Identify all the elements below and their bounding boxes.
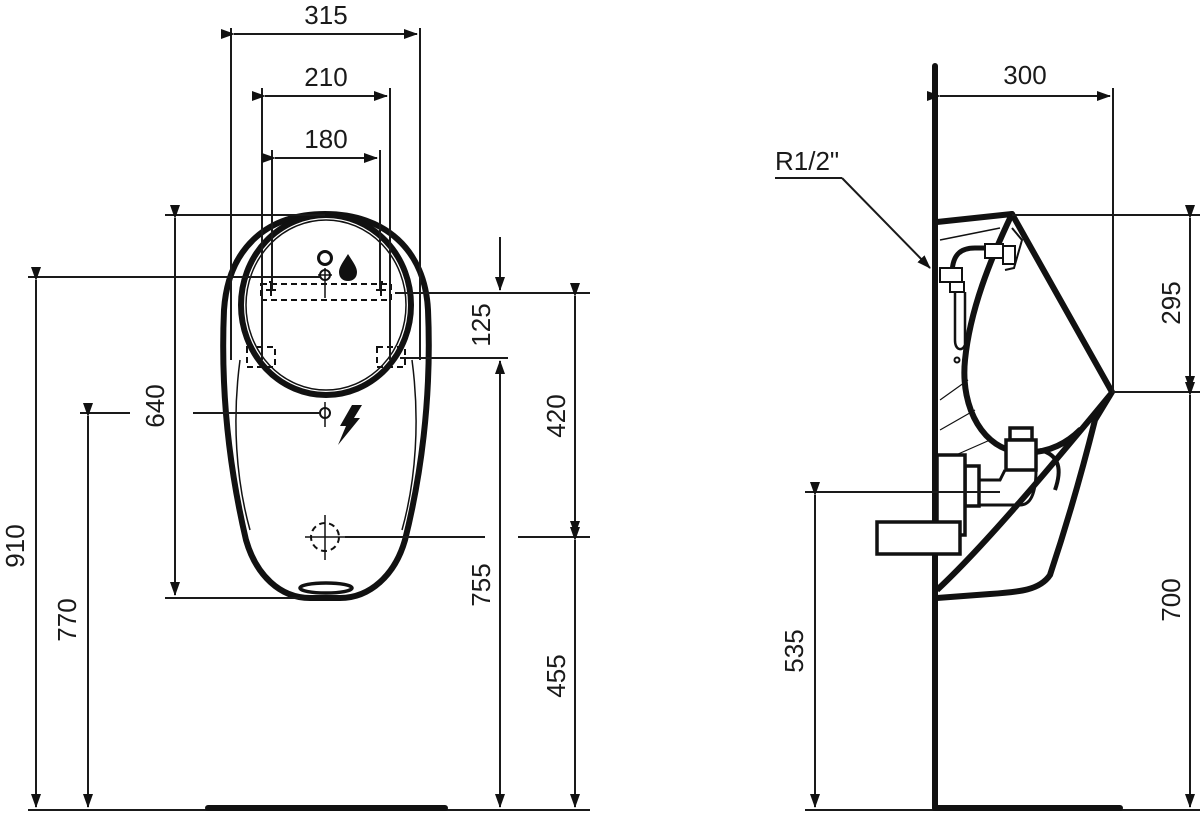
supply-valve-fitting (939, 227, 1024, 364)
front-view: 315 210 180 640 910 770 125 755 (0, 0, 590, 811)
side-view: R1/2" 300 295 700 535 (775, 60, 1200, 811)
electrical-connection-symbol (319, 402, 362, 445)
dim-height-fixing: 755 (466, 563, 496, 606)
waste-trap (875, 426, 1038, 556)
bowl-rim-outer (238, 212, 414, 398)
waste-center-symbol (305, 515, 345, 560)
thread-size-callout: R1/2" (775, 146, 839, 176)
dim-height-waste-side: 535 (779, 629, 809, 672)
lightning-bolt-icon (338, 405, 362, 445)
dim-width-fixing-inner: 180 (304, 124, 347, 154)
dim-width-fixing-outer: 210 (304, 62, 347, 92)
bowl-rim-inner (245, 219, 407, 391)
dim-height-top: 910 (0, 524, 30, 567)
urinal-side-profile (934, 211, 1115, 601)
dim-height-body: 640 (140, 384, 170, 427)
callout-leader (841, 177, 931, 269)
waste-outlet-slot (298, 581, 354, 595)
urinal-body-outline (220, 211, 432, 601)
fixing-bracket-dashed (260, 283, 392, 301)
dim-fixing-to-waste: 420 (541, 394, 571, 437)
water-supply-symbol (317, 250, 357, 298)
dim-width-overall: 315 (304, 0, 347, 30)
dim-height-rim: 700 (1156, 578, 1186, 621)
dim-height-electrical: 770 (52, 598, 82, 641)
dim-projection: 300 (1003, 60, 1046, 90)
dim-height-upper: 295 (1156, 281, 1186, 324)
water-drop-icon (339, 254, 357, 281)
dim-supply-to-fixing: 125 (466, 303, 496, 346)
dim-height-waste: 455 (541, 654, 571, 697)
